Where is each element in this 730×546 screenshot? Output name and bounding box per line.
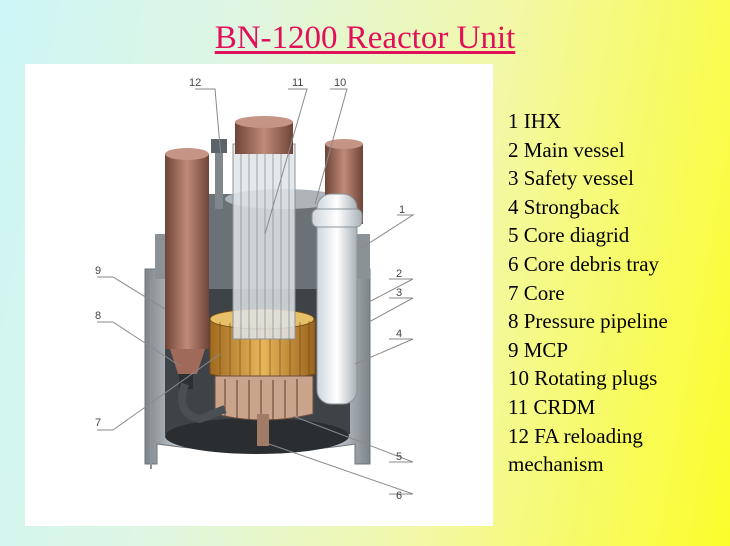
reactor-cutaway-diagram: 12 11 10 1 2 3 4 5 6 7 8 9 (95, 77, 415, 502)
callout-6: 6 (396, 490, 402, 502)
legend-item: 9 MCP (508, 337, 569, 362)
callout-10: 10 (334, 77, 346, 89)
fa-reloading-head (211, 139, 227, 153)
debris-tray-support (257, 414, 269, 446)
mcp-top (165, 148, 209, 160)
crdm-column (232, 143, 296, 340)
ihx-drive-top (325, 139, 363, 149)
callout-8: 8 (95, 310, 101, 322)
legend-item: 1 IHX (508, 109, 562, 133)
callout-7: 7 (95, 417, 101, 429)
slide-title: BN-1200 Reactor Unit (214, 20, 516, 56)
legend-item: mechanism (508, 452, 604, 477)
callout-1: 1 (399, 204, 405, 216)
callout-5: 5 (396, 451, 402, 463)
legend-item: 3 Safety vessel (508, 166, 634, 191)
legend-item: 7 Core (508, 280, 565, 305)
legend-item: 2 Main vessel (508, 137, 625, 162)
ihx-head (311, 208, 363, 228)
callout-3: 3 (396, 287, 402, 299)
crdm-drive-top (235, 116, 293, 128)
legend-item: 10 Rotating plugs (508, 366, 658, 391)
legend-item: 11 CRDM (508, 394, 596, 419)
legend-item: 6 Core debris tray (508, 251, 660, 276)
legend-item: 5 Core diagrid (508, 223, 630, 248)
legend-item: 8 Pressure pipeline (508, 309, 668, 334)
callout-12: 12 (189, 77, 201, 89)
callout-2: 2 (396, 268, 402, 280)
callout-11: 11 (292, 77, 303, 89)
fa-reloading-rod (215, 149, 223, 209)
legend-item: 4 Strongback (508, 194, 620, 219)
callout-lines (97, 88, 415, 495)
legend-item: 12 FA reloading (508, 423, 643, 448)
mcp-impeller (170, 349, 205, 374)
crdm-rods (240, 144, 290, 339)
pressure-pipeline (178, 382, 227, 424)
callout-9: 9 (95, 265, 101, 277)
core-diagrid (214, 375, 314, 421)
callout-4: 4 (396, 328, 402, 340)
reactor-illustration-panel: 12 11 10 1 2 3 4 5 6 7 8 9 (25, 64, 493, 526)
mcp-pump (165, 154, 209, 349)
ihx (316, 193, 358, 405)
component-legend: 1 IHX 2 Main vessel 3 Safety vessel 4 St… (508, 107, 668, 479)
